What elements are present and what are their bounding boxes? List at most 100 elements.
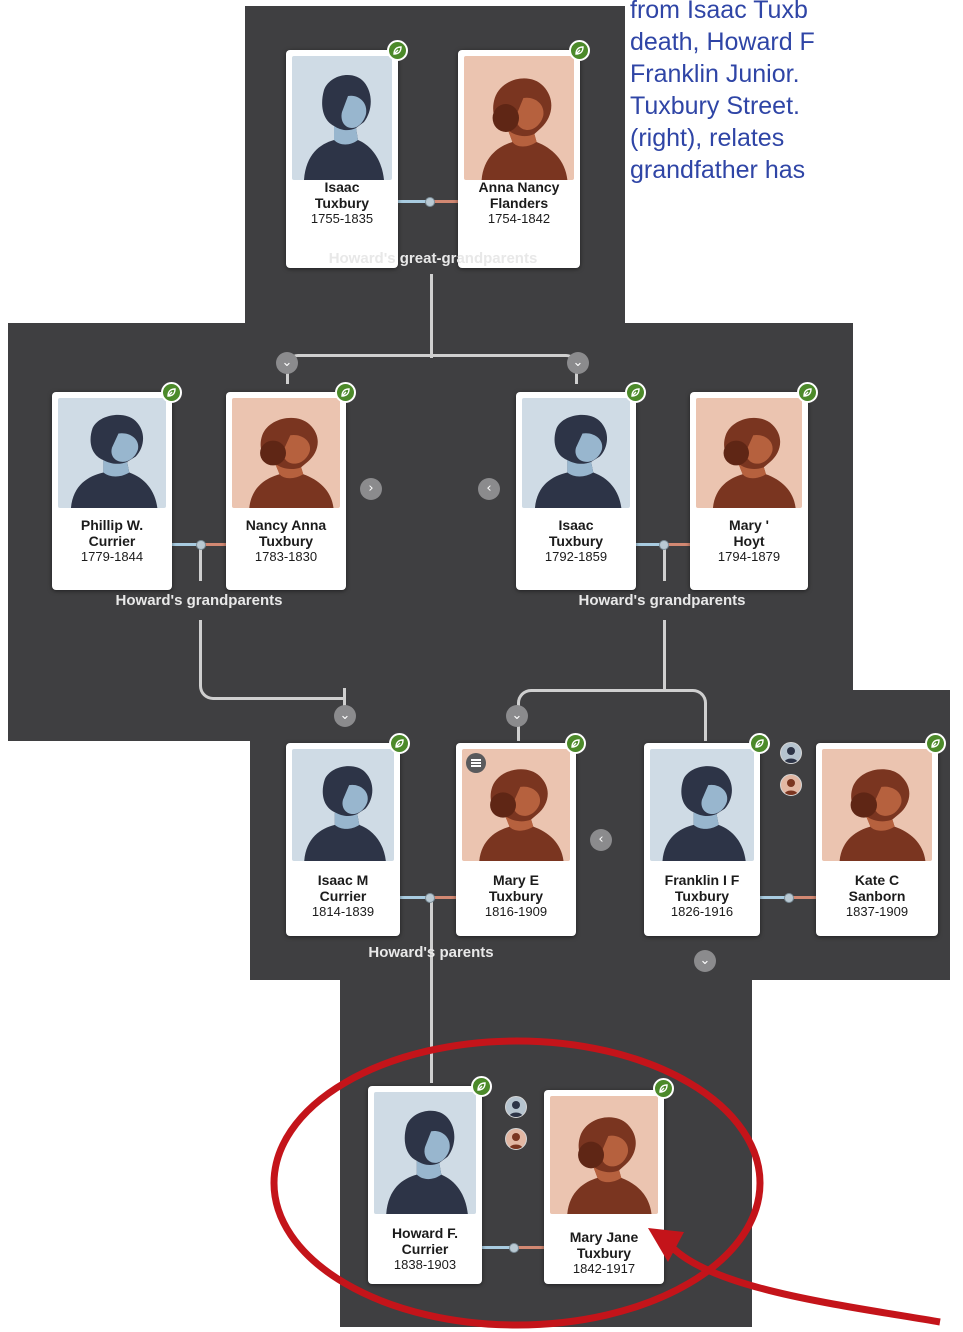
couple-connector: [635, 543, 665, 546]
person-life-dates: 1794-1879: [717, 549, 781, 564]
person-life-dates: 1826-1916: [670, 904, 734, 919]
couple-connector: [398, 200, 428, 203]
person-life-dates: 1814-1839: [311, 904, 375, 919]
person-first-name: Mary Jane: [569, 1229, 639, 1245]
generation-caption: Howard's grandparents: [578, 592, 746, 609]
person-first-name: Kate C: [854, 872, 900, 888]
person-life-dates: 1842-1917: [572, 1261, 636, 1276]
chevron-down-icon[interactable]: ⌄: [694, 950, 716, 972]
male-silhouette-icon: [58, 398, 166, 508]
chevron-down-icon[interactable]: ⌄: [276, 352, 298, 374]
leaf-hint-icon[interactable]: [335, 382, 356, 403]
person-last-name: Flanders: [489, 195, 549, 211]
leaf-hint-icon[interactable]: [471, 1076, 492, 1097]
story-line: Franklin Junior.: [630, 60, 800, 88]
couple-node: [509, 1243, 519, 1253]
couple-node: [659, 540, 669, 550]
person-card-mary-e-tuxbury[interactable]: Mary E Tuxbury 1816-1909: [456, 733, 586, 936]
leaf-hint-icon[interactable]: [653, 1078, 674, 1099]
male-silhouette-icon: [292, 56, 392, 180]
person-card-howard-currier[interactable]: Howard F. Currier 1838-1903: [368, 1076, 492, 1284]
female-silhouette-icon: [232, 398, 340, 508]
arrow-head-icon: [648, 1228, 684, 1262]
connector-line: [663, 620, 666, 692]
couple-node: [425, 893, 435, 903]
connector-line: [663, 545, 666, 581]
leaf-hint-icon[interactable]: [387, 40, 408, 61]
leaf-hint-icon[interactable]: [161, 382, 182, 403]
male-silhouette-icon: [522, 398, 630, 508]
person-last-name: Hoyt: [733, 533, 765, 549]
couple-connector: [172, 543, 202, 546]
person-life-dates: 1838-1903: [393, 1257, 457, 1272]
spouse-female-avatar-icon[interactable]: [505, 1128, 527, 1150]
connector-line: [430, 274, 433, 358]
leaf-hint-icon[interactable]: [625, 382, 646, 403]
person-card-franklin-tuxbury[interactable]: Franklin I F Tuxbury 1826-1916: [644, 733, 770, 936]
person-life-dates: 1837-1909: [845, 904, 909, 919]
connector-line: [199, 545, 202, 581]
leaf-hint-icon[interactable]: [797, 382, 818, 403]
menu-icon[interactable]: [466, 753, 486, 773]
highlight-circle-annotation: [270, 1037, 764, 1329]
chevron-down-icon[interactable]: ⌄: [506, 705, 528, 727]
person-card-isaac-m-currier[interactable]: Isaac M Currier 1814-1839: [286, 733, 410, 936]
couple-connector: [514, 1246, 544, 1249]
leaf-hint-icon[interactable]: [565, 733, 586, 754]
person-last-name: Tuxbury: [314, 195, 370, 211]
person-card-mary-hoyt[interactable]: Mary ' Hoyt 1794-1879: [690, 382, 818, 590]
spouse-male-avatar-icon[interactable]: [505, 1096, 527, 1118]
person-first-name: Howard F.: [391, 1225, 459, 1241]
story-line: grandfather has: [630, 156, 806, 184]
leaf-hint-icon[interactable]: [925, 733, 946, 754]
connector-line: [199, 620, 346, 700]
person-life-dates: 1783-1830: [254, 549, 318, 564]
person-card-nancy-anna-tuxbury[interactable]: Nancy Anna Tuxbury 1783-1830: [226, 382, 356, 590]
generation-caption: Howard's grandparents: [115, 592, 283, 609]
story-line: death, Howard F: [630, 28, 815, 56]
person-last-name: Tuxbury: [488, 888, 544, 904]
arrow-annotation: [659, 1237, 941, 1326]
person-first-name: Anna Nancy: [478, 179, 560, 195]
couple-connector: [432, 896, 457, 899]
generation-caption: Howard's great-grandparents: [328, 250, 538, 267]
connector-line: [343, 688, 346, 710]
chevron-left-icon[interactable]: ‹: [590, 829, 612, 851]
person-card-isaac-tuxbury-1755[interactable]: Isaac Tuxbury 1755-1835: [286, 40, 408, 268]
female-silhouette-icon: [696, 398, 802, 508]
person-life-dates: 1755-1835: [310, 211, 374, 226]
person-last-name: Sanborn: [848, 888, 906, 904]
leaf-hint-icon[interactable]: [569, 40, 590, 61]
female-silhouette-icon: [550, 1096, 658, 1214]
leaf-hint-icon[interactable]: [389, 733, 410, 754]
couple-node: [784, 893, 794, 903]
story-line: from Isaac Tuxb: [630, 0, 808, 24]
spouse-male-avatar-icon[interactable]: [780, 742, 802, 764]
leaf-hint-icon[interactable]: [749, 733, 770, 754]
person-first-name: Mary ': [729, 517, 769, 533]
couple-connector: [788, 896, 816, 899]
person-card-isaac-tuxbury-1792[interactable]: Isaac Tuxbury 1792-1859: [516, 382, 646, 590]
person-card-mary-jane-tuxbury[interactable]: Mary Jane Tuxbury 1842-1917: [544, 1078, 674, 1284]
person-last-name: Tuxbury: [548, 533, 604, 549]
couple-connector: [400, 896, 430, 899]
spouse-female-avatar-icon[interactable]: [780, 774, 802, 796]
person-last-name: Tuxbury: [258, 533, 314, 549]
person-last-name: Currier: [319, 888, 367, 904]
female-silhouette-icon: [822, 749, 932, 861]
person-first-name: Isaac M: [317, 872, 369, 888]
person-life-dates: 1816-1909: [484, 904, 548, 919]
story-text: from Isaac Tuxb death, Howard F Franklin…: [630, 0, 963, 186]
chevron-left-icon[interactable]: ‹: [478, 478, 500, 500]
person-card-kate-sanborn[interactable]: Kate C Sanborn 1837-1909: [816, 733, 946, 936]
person-card-phillip-currier[interactable]: Phillip W. Currier 1779-1844: [52, 382, 182, 590]
person-card-anna-nancy-flanders[interactable]: Anna Nancy Flanders 1754-1842: [458, 40, 590, 268]
chevron-right-icon[interactable]: ›: [360, 478, 382, 500]
chevron-down-icon[interactable]: ⌄: [567, 352, 589, 374]
person-last-name: Tuxbury: [576, 1245, 632, 1261]
person-last-name: Tuxbury: [674, 888, 730, 904]
couple-node: [196, 540, 206, 550]
person-first-name: Mary E: [493, 872, 539, 888]
story-line: Tuxbury Street.: [630, 92, 800, 120]
chevron-down-icon[interactable]: ⌄: [334, 705, 356, 727]
